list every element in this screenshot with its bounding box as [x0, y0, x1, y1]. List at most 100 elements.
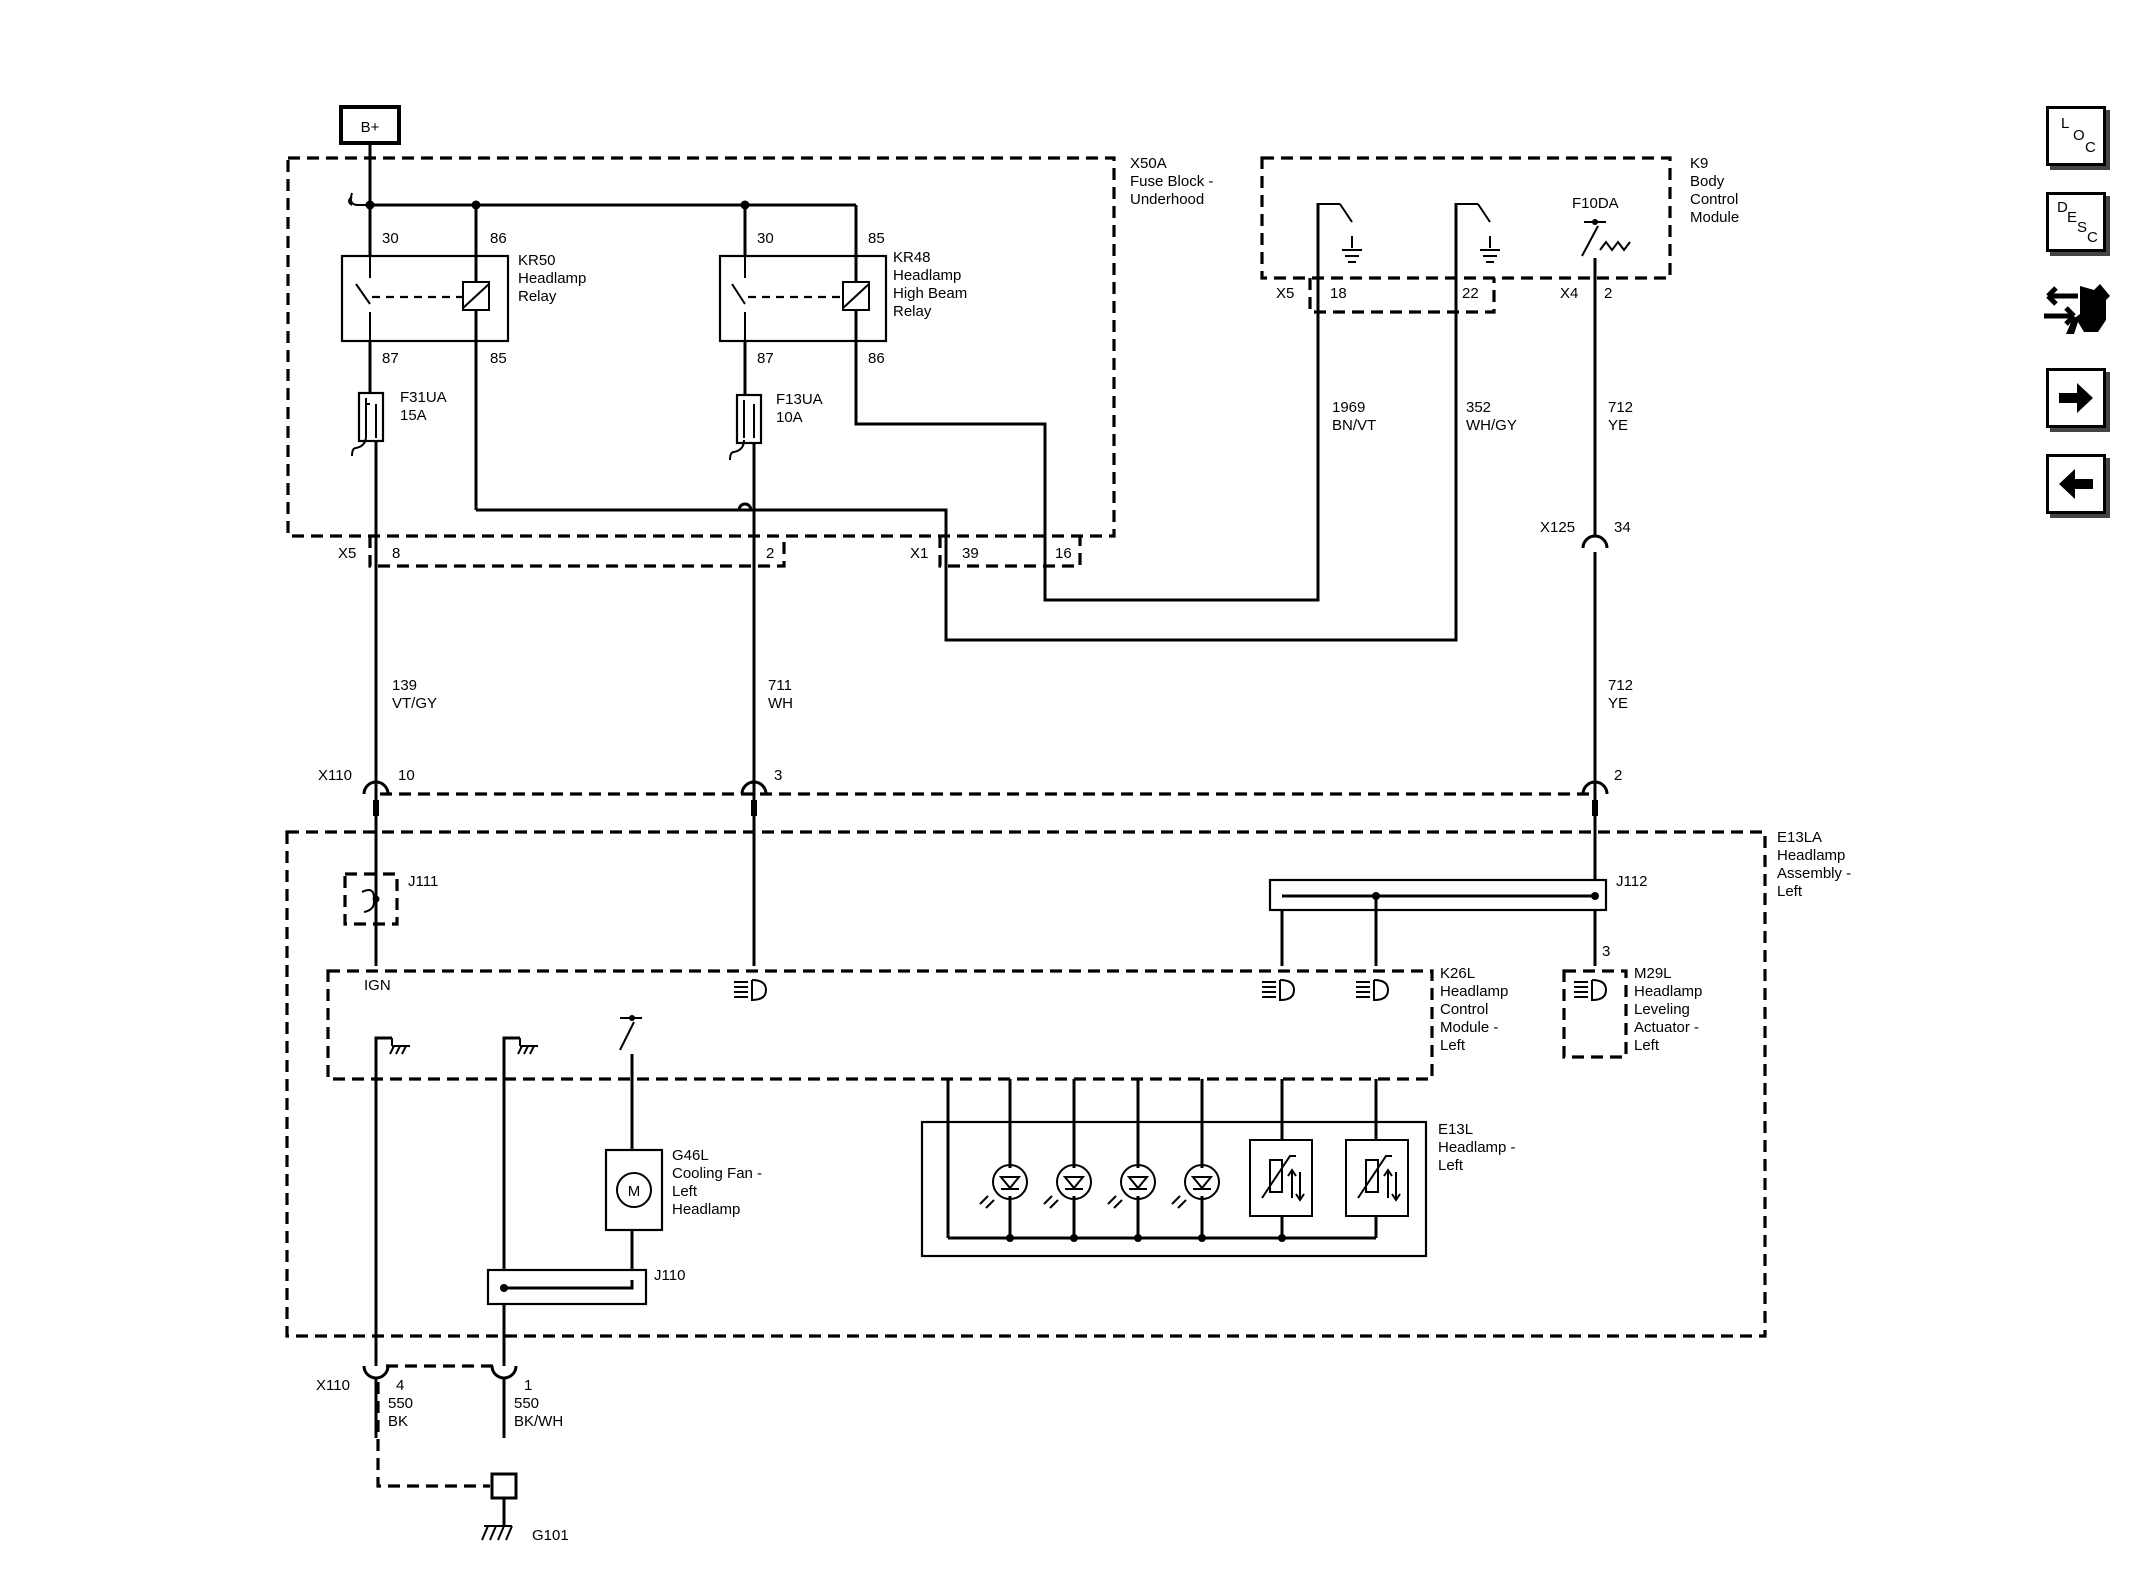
led-1 — [979, 1164, 1028, 1209]
headlamp-symbol-leveling — [1574, 979, 1608, 1002]
control-module-label-3: Control — [1440, 1001, 1488, 1018]
headlamp-label-2: Headlamp - — [1438, 1139, 1516, 1156]
f31ua-label-1: F31UA — [400, 389, 447, 406]
fb-conn-x5-label: X5 — [338, 545, 356, 562]
x110-top-label: X110 — [318, 767, 352, 784]
cooling-fan-label-1: G46L — [672, 1147, 709, 1164]
kr48-label-2: Headlamp — [893, 267, 961, 284]
headlamp-e13l — [920, 1120, 1428, 1258]
kr48-label-1: KR48 — [893, 249, 931, 266]
fuse-block-label-1: X50A — [1130, 155, 1167, 172]
control-module-label-5: Left — [1440, 1037, 1466, 1054]
bcm-label-1: K9 — [1690, 155, 1708, 172]
kr48-label-4: Relay — [893, 303, 932, 320]
x110-top-pin-2: 2 — [1614, 767, 1622, 784]
arrow-left-icon — [2059, 469, 2093, 499]
desc-button[interactable]: D E S C — [2046, 192, 2106, 252]
connector-swap-icon[interactable] — [2040, 278, 2114, 342]
assembly-label-3: Assembly - — [1777, 865, 1851, 882]
actuator-label-2: Headlamp — [1634, 983, 1702, 1000]
actuator-pin-3: 3 — [1602, 943, 1610, 960]
desc-letter-e: E — [2067, 209, 2078, 226]
kr50-label-1: KR50 — [518, 252, 556, 269]
headlamp-assembly-enclosure — [285, 830, 1767, 1338]
j111-label: J111 — [408, 873, 438, 890]
bcm-enclosure — [1260, 156, 1672, 280]
x125-pin-34: 34 — [1614, 519, 1631, 536]
headlamp-label-1: E13L — [1438, 1121, 1473, 1138]
bcm-fuse-label: F10DA — [1572, 195, 1619, 212]
wire-711-circuit: 711 — [768, 677, 792, 694]
fb-conn-x5-pin-8: 8 — [392, 545, 400, 562]
next-button[interactable] — [2046, 368, 2106, 428]
j110-label: J110 — [654, 1267, 685, 1284]
led-2 — [1043, 1164, 1092, 1209]
assembly-label-2: Headlamp — [1777, 847, 1845, 864]
fb-conn-x1-label: X1 — [910, 545, 928, 562]
kr48-pin-87: 87 — [757, 350, 774, 367]
x125-label: X125 — [1540, 519, 1575, 536]
wire-550a-color: BK — [388, 1413, 408, 1430]
fb-conn-x1-pin-39: 39 — [962, 545, 979, 562]
kr50-label-2: Headlamp — [518, 270, 586, 287]
f13ua-label-2: 10A — [776, 409, 803, 426]
control-module-label-2: Headlamp — [1440, 983, 1508, 1000]
x110-bottom-label: X110 — [316, 1377, 350, 1394]
desc-letter-c: C — [2087, 229, 2098, 246]
led-4 — [1171, 1164, 1220, 1209]
kr50-label-3: Relay — [518, 288, 557, 305]
bcm-conn-x4-pin-2: 2 — [1604, 285, 1612, 302]
headlamp-label-3: Left — [1438, 1157, 1464, 1174]
actuator-label-3: Leveling — [1634, 1001, 1690, 1018]
j112-label: J112 — [1616, 873, 1647, 890]
actuator-label-5: Left — [1634, 1037, 1660, 1054]
bcm-conn-x5-pin-18: 18 — [1330, 285, 1347, 302]
loc-button[interactable]: L O C — [2046, 106, 2106, 166]
control-module-label-1: K26L — [1440, 965, 1475, 982]
kr48-relay — [718, 254, 888, 343]
wire-139-circuit: 139 — [392, 677, 417, 694]
kr48-label-3: High Beam — [893, 285, 967, 302]
wire-711-color: WH — [768, 695, 793, 712]
kr50-pin-87: 87 — [382, 350, 399, 367]
wire-1969-circuit: 1969 — [1332, 399, 1365, 416]
wire-139-color: VT/GY — [392, 695, 437, 712]
assembly-label-1: E13LA — [1777, 829, 1822, 846]
kr48-pin-85: 85 — [868, 230, 885, 247]
wire-352-circuit: 352 — [1466, 399, 1491, 416]
headlamp-symbol-high-beam — [1262, 979, 1296, 1002]
back-button[interactable] — [2046, 454, 2106, 514]
x110-top-pin-10: 10 — [398, 767, 415, 784]
cooling-fan — [604, 1148, 664, 1232]
kr50-pin-86: 86 — [490, 230, 507, 247]
conn-x1-fb-dash — [938, 536, 1082, 568]
loc-letter-c: C — [2085, 139, 2096, 156]
headlamp-symbol-aux — [1356, 979, 1390, 1002]
loc-letter-o: O — [2073, 127, 2085, 144]
wire-550a-circuit: 550 — [388, 1395, 413, 1412]
wire-550b-color: BK/WH — [514, 1413, 563, 1430]
wire-712a-color: YE — [1608, 417, 1628, 434]
cooling-fan-motor-symbol: M — [628, 1183, 641, 1200]
control-module-label-4: Module - — [1440, 1019, 1498, 1036]
wire-712a-circuit: 712 — [1608, 399, 1633, 416]
control-module-enclosure — [326, 969, 1434, 1081]
bcm-conn-x5-pin-22: 22 — [1462, 285, 1479, 302]
x110-top-pin-3: 3 — [774, 767, 782, 784]
conn-bcm-x5-dash — [1308, 278, 1496, 314]
loc-letter-l: L — [2061, 115, 2070, 132]
assembly-label-4: Left — [1777, 883, 1803, 900]
fb-conn-x1-pin-16: 16 — [1055, 545, 1072, 562]
kr48-pin-30: 30 — [757, 230, 774, 247]
actuator-label-4: Actuator - — [1634, 1019, 1699, 1036]
x110-bottom-pin-1: 1 — [524, 1377, 532, 1394]
x110-bottom-pin-4: 4 — [396, 1377, 404, 1394]
bcm-label-2: Body — [1690, 173, 1725, 190]
headlamp-symbol-low-beam — [734, 979, 768, 1002]
fuse-f31ua — [357, 391, 385, 443]
kr50-pin-30: 30 — [382, 230, 399, 247]
cooling-fan-label-2: Cooling Fan - — [672, 1165, 762, 1182]
wire-550b-circuit: 550 — [514, 1395, 539, 1412]
b-plus-label: B+ — [361, 119, 380, 136]
